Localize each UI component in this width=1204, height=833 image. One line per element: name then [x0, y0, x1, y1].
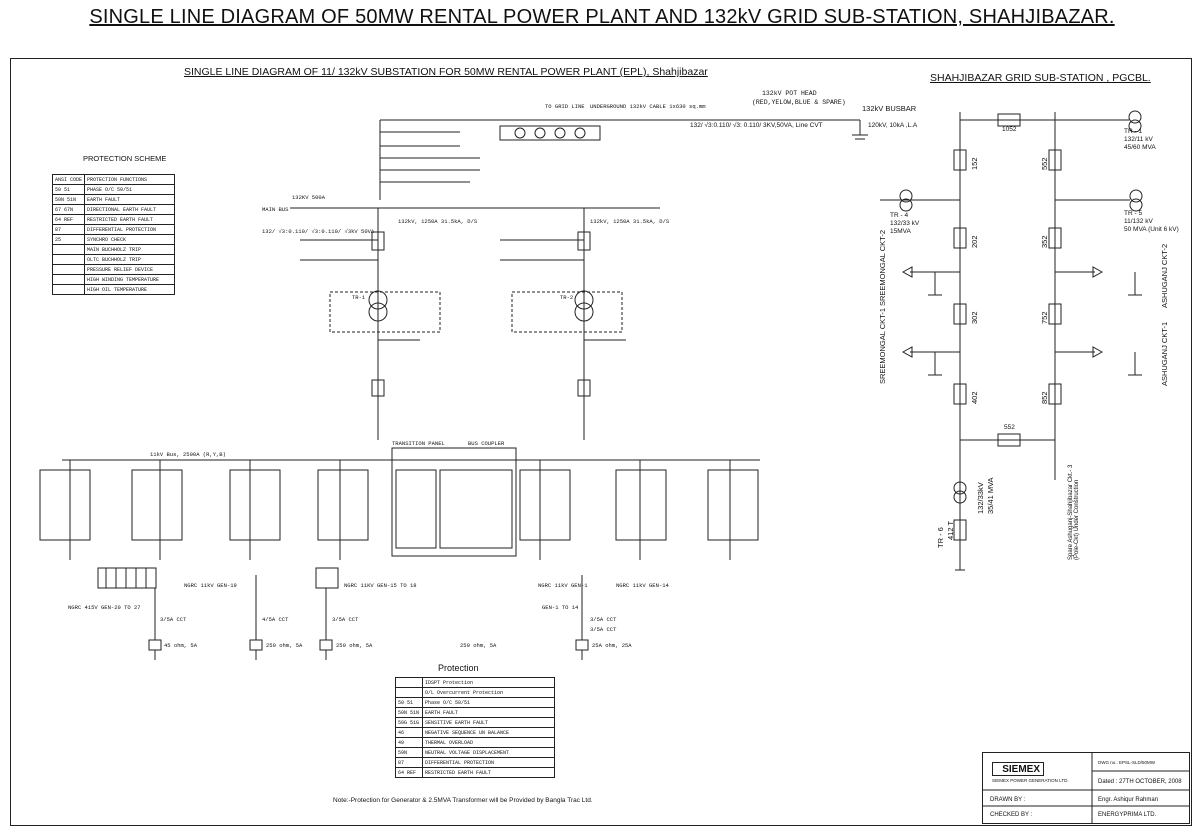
cb-752: 752 — [1040, 311, 1049, 324]
tr5-spec-a: 11/132 kV — [1124, 218, 1153, 225]
tr1-label: TR - 1 — [1124, 128, 1143, 135]
siemex-logo: SIEMEX — [992, 762, 1044, 776]
sreemongal-ckt-2: SREEMONGAL CKT-2 — [878, 230, 887, 306]
bus-rating: 132KV 500A — [292, 194, 326, 201]
cb-302: 302 — [970, 311, 979, 324]
resistor-5: 25A ohm, 25A — [592, 642, 632, 649]
checked-label: CHECKED BY : — [990, 812, 1033, 818]
tr6-spec-a: 132/33kV — [976, 482, 985, 514]
transformer-b: TR-2 — [560, 294, 574, 301]
pt-rating: 132/ √3:0.110/ √3: 0.110/ 3KV,50VA, Line… — [690, 122, 823, 129]
substation-title: SINGLE LINE DIAGRAM OF 11/ 132kV SUBSTAT… — [184, 66, 708, 78]
la-rating: 120kV, 10kA ,L.A — [868, 122, 918, 129]
pot-head-colors: (RED,YELOW,BLUE & SPARE) — [752, 99, 846, 106]
ansi-code-cell — [51, 284, 86, 295]
aux-ct-4: 3/5A CCT — [590, 616, 617, 623]
ashuganj-ckt-2: ASHUGANJ CKT-2 — [1160, 243, 1169, 308]
busbar-label: 132kV BUSBAR — [862, 104, 917, 113]
title-block — [982, 752, 1190, 824]
resistor-2: 250 ohm, 5A — [266, 642, 303, 649]
generator-group-3: NGRC 11KV GEN-15 TO 18 — [344, 582, 417, 589]
transformer-a: TR-1 — [352, 294, 366, 301]
cb-352: 352 — [1040, 235, 1049, 248]
dwg-number: DWG no.: EPSL-SLD/50MW — [1098, 760, 1156, 765]
cb-202: 202 — [970, 235, 979, 248]
main-bus-label: MAIN BUS — [262, 206, 289, 213]
engineer-name: Engr. Ashiqur Rahman — [1098, 797, 1159, 803]
aux-ct-1: 3/5A CCT — [160, 616, 187, 623]
generator-group-5: NGRC 11kV GEN-14 — [616, 582, 669, 589]
grid-substation-title: SHAHJIBAZAR GRID SUB-STATION , PGCBL. — [930, 72, 1151, 84]
protection-scheme-title: PROTECTION SCHEME — [83, 154, 167, 163]
generator-group-1: NGRC 415V GEN-20 TO 27 — [68, 604, 141, 611]
tr6-label: TR - 6 — [936, 527, 945, 548]
cb-152: 152 — [970, 157, 979, 170]
firm-name: ENERGYPRIMA LTD. — [1098, 812, 1157, 818]
company-name: SIEMEX POWER GENERATION LTD. — [992, 778, 1069, 783]
tr4-label: TR - 4 — [890, 212, 909, 219]
drawn-label: DRAWN BY : — [990, 797, 1026, 803]
cb-852: 852 — [1040, 391, 1049, 404]
resistor-4: 250 ohm, 5A — [460, 642, 497, 649]
aux-ct-3: 3/5A CCT — [332, 616, 359, 623]
generator-group-6: GEN-1 TO 14 — [542, 604, 579, 611]
transition-panel-label: TRANSITION PANEL — [392, 440, 445, 447]
drawing-frame — [10, 58, 1192, 826]
to-grid-label: TO GRID LINE — [545, 103, 585, 110]
cb-552-tie: 552 — [1004, 424, 1015, 431]
protection-title: Protection — [438, 663, 479, 673]
tr1-spec-b: 45/60 MVA — [1124, 144, 1156, 151]
breaker-b-rating: 132kV, 1250A 31.5kA, D/S — [590, 218, 670, 225]
cb-552: 552 — [1040, 157, 1049, 170]
cb-1052: 1052 — [1002, 126, 1017, 133]
note-text: Note:-Protection for Generator & 2.5MVA … — [333, 797, 593, 804]
tr1-spec-a: 132/11 kV — [1124, 136, 1153, 143]
spare-circuit-note: Spare Ashuganj-Shahjibazar Ckt.- 3 (Pole… — [1068, 464, 1080, 560]
tr5-spec-b: 50 MVA (Unit 6 kV) — [1124, 226, 1179, 233]
cb-402: 402 — [970, 391, 979, 404]
pot-head-label: 132kV POT HEAD — [762, 90, 817, 97]
bus-pt-rating: 132/ √3:0.110/ √3:0.110/ √3kV 50VA — [262, 228, 375, 235]
table-row: HIGH OIL TEMPERATURE — [51, 284, 175, 295]
breaker-a-rating: 132kV, 1250A 31.5kA, D/S — [398, 218, 478, 225]
aux-ct-2: 4/5A CCT — [262, 616, 289, 623]
sreemongal-ckt-1: SREEMONGAL CKT-1 — [878, 308, 887, 384]
main-title: SINGLE LINE DIAGRAM OF 50MW RENTAL POWER… — [89, 6, 1115, 28]
generator-group-4: NGRC 11kV GEN-1 — [538, 582, 588, 589]
bus-coupler-label: BUS COUPLER — [468, 440, 505, 447]
tr4-spec-b: 15MVA — [890, 228, 911, 235]
resistor-1: 45 ohm, 5A — [164, 642, 198, 649]
cb-412: 412 T — [946, 520, 955, 540]
resistor-3: 250 ohm, 5A — [336, 642, 373, 649]
tr6-spec-b: 35/41 MVA — [986, 477, 995, 514]
cable-label: UNDERGROUND 132kV CABLE 1x630 sq.mm — [590, 103, 706, 110]
aux-ct-5: 3/5A CCT — [590, 626, 617, 633]
tr5-label: TR - 5 — [1124, 210, 1143, 217]
tr4-spec-a: 132/33 kV — [890, 220, 920, 227]
drawing-date: Dated : 27TH OCTOBER, 2008 — [1098, 779, 1182, 785]
generator-group-2: NGRC 11kV GEN-19 — [184, 582, 237, 589]
function-cell: HIGH OIL TEMPERATURE — [84, 284, 175, 295]
lv-bus-label: 11kV Bus, 2500A (R,Y,B) — [150, 451, 226, 458]
ashuganj-ckt-1: ASHUGANJ CKT-1 — [1160, 321, 1169, 386]
function-cell: RESTRICTED EARTH FAULT — [422, 767, 555, 778]
